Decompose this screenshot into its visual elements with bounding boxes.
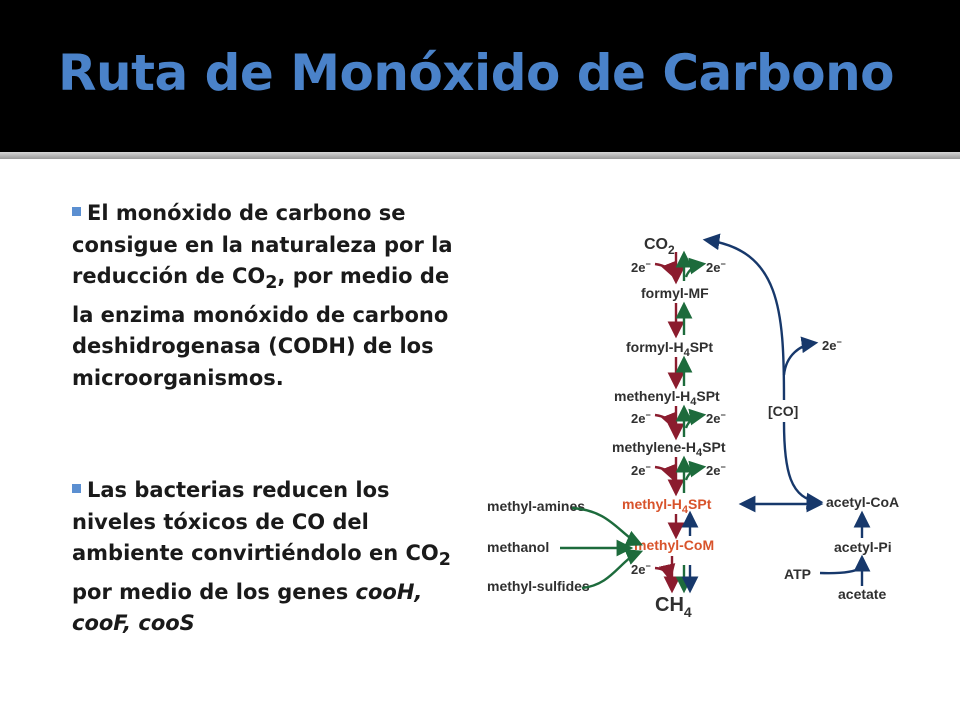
electron-output-arrow [684,408,707,429]
bullet-1-subscript: 2 [265,273,278,294]
methyl-com-label: methyl-CoM [634,537,714,553]
methylotrophic-input-arrow [581,549,644,590]
formyl-h4spt-label: formyl-H4SPt [626,339,713,359]
title-bar: Ruta de Monóxido de Carbono [0,0,960,152]
electron-label: 2e− [706,259,726,275]
atp-input-arrow [819,566,861,575]
methanol-label: methanol [487,539,549,555]
electron-output-arrow [684,460,707,481]
bullet-2-genes: cooH, cooF, cooS [72,579,423,636]
electron-label: 2e− [631,259,651,275]
electron-input-arrow [654,411,677,431]
methyl-amines-label: methyl-amines [487,498,585,514]
electron-label: 2e− [631,561,651,577]
co-oxidation-arrow [702,233,786,401]
acetyl-coa-label: acetyl-CoA [826,494,899,510]
bullet-item-1: El monóxido de carbono se consigue en la… [72,198,462,394]
co2-label: CO2 [644,236,675,257]
bullet-2-subscript: 2 [438,550,451,571]
methenyl-h4spt-label: methenyl-H4SPt [614,388,720,408]
bullet-item-2: Las bacterias reducen los niveles tóxico… [72,475,462,640]
methylotrophic-input-arrow [571,506,644,547]
electron-label: 2e− [706,410,726,426]
co-electron-arrow [782,336,819,376]
bullet-2-text: Las bacterias reducen los niveles tóxico… [72,478,439,565]
methylene-h4spt-label: methylene-H4SPt [612,439,726,459]
title-divider [0,152,960,159]
formyl-mf-label: formyl-MF [641,285,709,301]
electron-label: 2e− [631,462,651,478]
acetate-label: acetate [838,586,886,602]
ch4-label: CH4 [655,594,692,620]
methyl-sulfides-label: methyl-sulfides [487,578,590,594]
atp-label: ATP [784,566,811,582]
electron-label: 2e− [631,410,651,426]
methanogenesis-pathway-diagram: CO2 formyl-MF formyl-H4SPt methenyl-H4SP… [487,233,899,620]
slide-title: Ruta de Monóxido de Carbono [58,44,895,102]
electron-output-arrow [684,257,707,278]
co-label: [CO] [768,403,798,419]
bullet-2-text-mid: por medio de los genes [72,579,356,604]
methyl-h4spt-label: methyl-H4SPt [622,496,712,516]
electron-input-arrow [654,463,677,483]
co-to-acetyl-coa-arrow [782,421,824,510]
electron-label: 2e− [822,337,842,353]
electron-input-arrow [654,260,677,280]
bullet-square-icon [72,207,81,216]
bullet-1-text-end: , por medio de la enzima monóxido de car… [72,264,450,390]
bullet-1-text: El monóxido de carbono se consigue en la… [72,201,453,288]
bullet-square-icon [72,484,81,493]
electron-input-arrow [654,563,676,582]
acetyl-pi-label: acetyl-Pi [834,539,892,555]
slide-content: El monóxido de carbono se consigue en la… [0,159,960,720]
electron-label: 2e− [706,462,726,478]
